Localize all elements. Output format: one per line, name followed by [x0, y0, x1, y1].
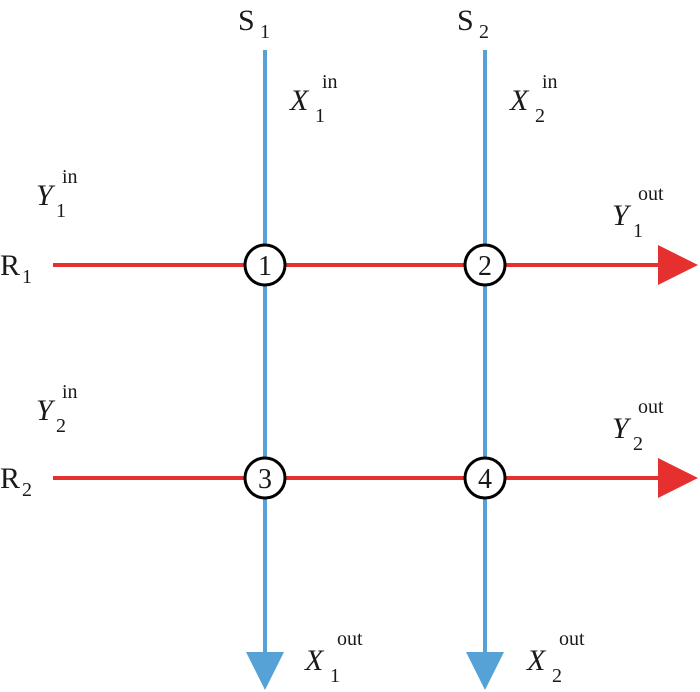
label-x1-in-var: X	[289, 84, 310, 117]
node-4: 4	[463, 456, 507, 500]
label-y1-out-sup: out	[638, 183, 664, 205]
node-2: 2	[463, 243, 507, 287]
label-x2-in: X in 2	[509, 71, 558, 127]
label-x1-in-sup: in	[322, 71, 338, 93]
node-3: 3	[243, 456, 287, 500]
label-s2-letter: S	[457, 4, 474, 37]
label-x1-out: X out 1	[304, 628, 363, 687]
label-r2-sub: 2	[22, 479, 32, 501]
label-x2-out: X out 2	[526, 628, 585, 687]
label-s1-letter: S	[238, 4, 255, 37]
label-s1-sub: 1	[260, 21, 270, 43]
stream-r2	[53, 458, 698, 498]
label-y2-out: Y out 2	[612, 396, 664, 455]
node-3-circle	[243, 456, 287, 500]
label-y1-in: Y in 1	[36, 166, 78, 222]
node-2-circle	[463, 243, 507, 287]
label-x2-in-sub: 2	[535, 105, 545, 127]
label-r1: R 1	[0, 249, 32, 288]
stream-r2-arrowhead-icon	[658, 458, 698, 498]
label-x2-out-var: X	[526, 644, 547, 677]
label-s2-sub: 2	[479, 21, 489, 43]
label-y2-in-sup: in	[62, 381, 78, 403]
label-x2-out-sub: 2	[552, 665, 562, 687]
label-r1-sub: 1	[22, 266, 32, 288]
label-y1-in-sup: in	[62, 166, 78, 188]
stream-s2	[466, 50, 504, 690]
stream-s1-arrowhead-icon	[246, 652, 284, 690]
node-3-label: 3	[258, 464, 272, 495]
node-4-circle	[463, 456, 507, 500]
node-1: 1	[243, 243, 287, 287]
label-y2-in: Y in 2	[36, 381, 78, 437]
label-x1-in-sub: 1	[315, 105, 325, 127]
node-1-circle	[243, 243, 287, 287]
label-x1-out-sup: out	[337, 628, 363, 650]
node-1-label: 1	[258, 251, 272, 282]
node-4-label: 4	[478, 464, 492, 495]
label-y1-out-var: Y	[612, 199, 632, 232]
label-r2-letter: R	[0, 462, 20, 495]
label-y1-in-sub: 1	[56, 200, 66, 222]
stream-s2-arrowhead-icon	[466, 652, 504, 690]
stream-s1	[246, 50, 284, 690]
label-y1-out: Y out 1	[612, 183, 664, 242]
stream-r1	[53, 245, 698, 285]
label-y2-out-sup: out	[638, 396, 664, 418]
label-y2-out-var: Y	[612, 412, 632, 445]
label-y2-in-var: Y	[36, 394, 56, 427]
label-s2: S 2	[457, 4, 489, 43]
label-x2-in-var: X	[509, 84, 530, 117]
stream-r1-arrowhead-icon	[658, 245, 698, 285]
label-s1: S 1	[238, 4, 270, 43]
label-r1-letter: R	[0, 249, 20, 282]
node-2-label: 2	[478, 251, 492, 282]
label-y1-in-var: Y	[36, 179, 56, 212]
label-y2-out-sub: 2	[633, 433, 643, 455]
label-r2: R 2	[0, 462, 32, 501]
label-y2-in-sub: 2	[56, 415, 66, 437]
label-x1-out-sub: 1	[330, 665, 340, 687]
label-x2-in-sup: in	[542, 71, 558, 93]
label-x1-out-var: X	[304, 644, 325, 677]
label-x2-out-sup: out	[559, 628, 585, 650]
label-y1-out-sub: 1	[633, 220, 643, 242]
label-x1-in: X in 1	[289, 71, 338, 127]
